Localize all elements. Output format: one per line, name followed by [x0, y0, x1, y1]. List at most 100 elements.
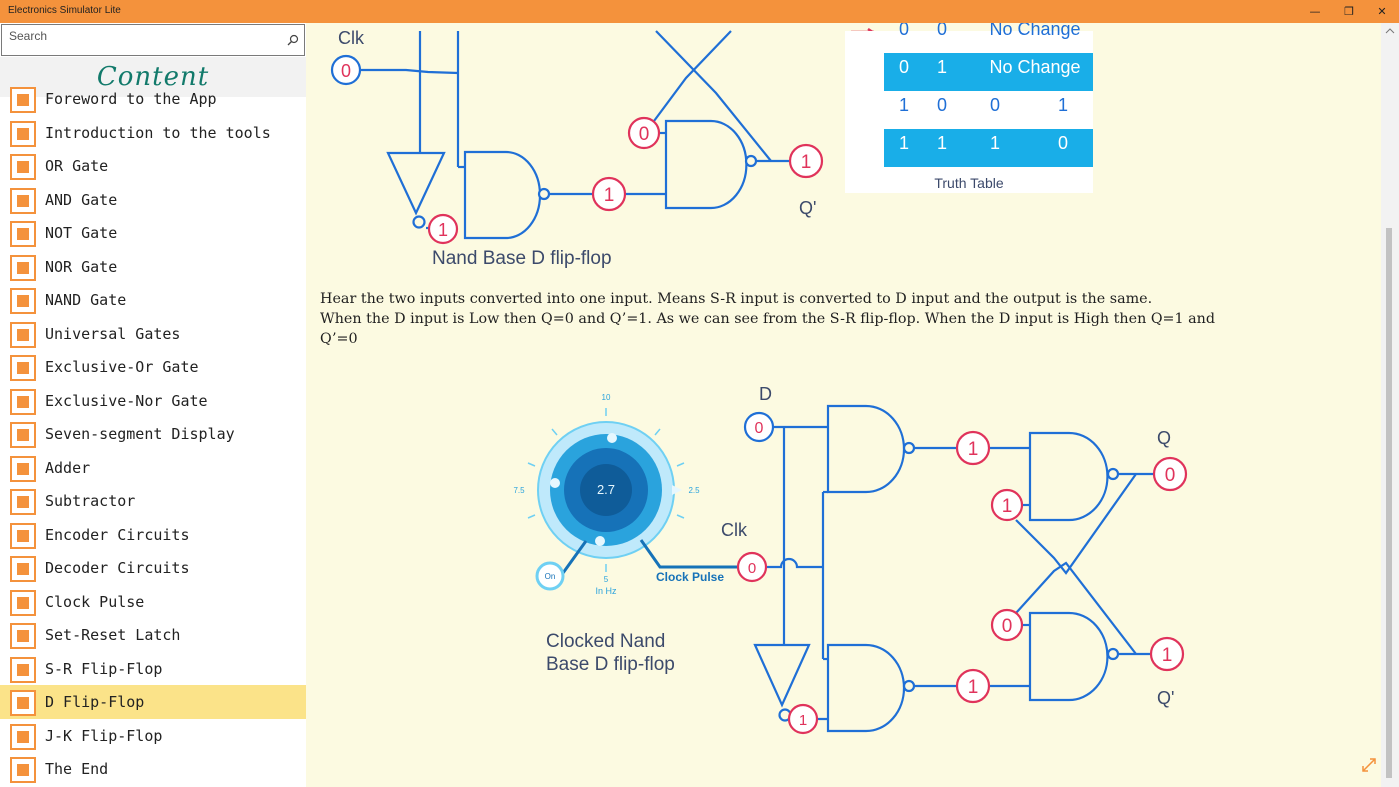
- nand-bubble: [744, 154, 758, 168]
- nand-top-out-node: [955, 430, 991, 466]
- clk-node[interactable]: [330, 54, 362, 86]
- table-cell: No Change: [989, 57, 1080, 77]
- sidebar-item[interactable]: Set-Reset Latch: [0, 618, 306, 652]
- truth-table-row-highlight: [884, 53, 1093, 91]
- wire: [767, 557, 823, 569]
- on-toggle[interactable]: On: [535, 540, 588, 591]
- bullet-square-icon: [10, 87, 36, 113]
- sidebar-item-label: J-K Flip-Flop: [45, 726, 163, 745]
- table-cell: 0: [899, 23, 909, 39]
- restore-button[interactable]: ❐: [1344, 5, 1354, 18]
- sidebar-item[interactable]: D Flip-Flop: [0, 685, 306, 719]
- on-label: On: [545, 572, 556, 581]
- sidebar-item[interactable]: Universal Gates: [0, 317, 306, 351]
- table-cell: No Change: [989, 23, 1080, 39]
- clock-pulse-label: Clock Pulse: [656, 570, 724, 584]
- expand-icon[interactable]: [1361, 757, 1377, 773]
- sidebar-item-label: Foreword to the App: [45, 90, 217, 108]
- nand-gate: [664, 119, 748, 210]
- sidebar-item[interactable]: Clock Pulse: [0, 585, 306, 619]
- nand-top-out-value: 1: [968, 439, 979, 460]
- on-button[interactable]: [535, 561, 565, 591]
- search-icon[interactable]: [287, 34, 299, 46]
- scroll-up-icon[interactable]: [1381, 25, 1399, 37]
- bullet-square-icon: [10, 690, 36, 716]
- sidebar-item-label: Adder: [45, 458, 91, 477]
- sidebar-item[interactable]: OR Gate: [0, 149, 306, 183]
- sidebar-item[interactable]: Seven-segment Display: [0, 417, 306, 451]
- sidebar-item[interactable]: J-K Flip-Flop: [0, 719, 306, 753]
- d-label: D: [759, 384, 772, 404]
- nand2-in-value: 0: [639, 124, 650, 145]
- nand-bot-out-node: [955, 668, 991, 704]
- sidebar-item[interactable]: Exclusive-Or Gate: [0, 350, 306, 384]
- table-cell: 1: [899, 95, 909, 115]
- search-placeholder[interactable]: Search: [9, 29, 48, 43]
- dial-label-top: 10: [602, 393, 611, 402]
- diagram2-caption-line1: Clocked Nand: [546, 631, 665, 652]
- q-bar2-label: Q': [1157, 688, 1174, 708]
- d-value: 0: [755, 420, 764, 437]
- table-cell: 0: [899, 57, 909, 77]
- paragraph-line: Q’=0: [320, 331, 358, 347]
- nand-gate: [826, 643, 906, 733]
- minimize-button[interactable]: —: [1309, 5, 1321, 18]
- dial-label-right: 2.5: [688, 486, 700, 495]
- not-gate: [753, 643, 811, 708]
- nand2-in-node: [627, 116, 661, 150]
- clk-inv-node-value: 1: [438, 220, 448, 240]
- sidebar-item[interactable]: S-R Flip-Flop: [0, 652, 306, 686]
- sidebar-item[interactable]: AND Gate: [0, 183, 306, 217]
- q-bar-label: Q': [799, 198, 816, 218]
- knob-dot: [607, 433, 617, 443]
- sidebar-item[interactable]: NOT Gate: [0, 216, 306, 250]
- diagram1-caption: Nand Base D flip-flop: [432, 248, 612, 269]
- sidebar-item-label: Seven-segment Display: [45, 425, 235, 443]
- sidebar-item[interactable]: NOR Gate: [0, 250, 306, 284]
- bullet-square-icon: [10, 455, 36, 482]
- inverter-bubble: [412, 215, 426, 229]
- diagram-clocked-nand-d-flip-flop: [753, 404, 1155, 733]
- close-button[interactable]: ✕: [1377, 5, 1387, 18]
- sidebar-item[interactable]: Exclusive-Nor Gate: [0, 384, 306, 418]
- nand1-out-value: 1: [604, 185, 615, 206]
- bullet-square-icon: [10, 288, 36, 314]
- knob-center: [580, 464, 632, 516]
- clock-pulse-wire: [639, 539, 737, 569]
- sidebar-item[interactable]: Foreword to the App: [0, 82, 306, 116]
- sidebar-item[interactable]: Adder: [0, 451, 306, 485]
- bullet-square-icon: [10, 757, 36, 783]
- q-value: 0: [1165, 465, 1176, 486]
- q-bar-node: [788, 143, 824, 179]
- wire: [653, 30, 732, 122]
- sidebar-item[interactable]: NAND Gate: [0, 283, 306, 317]
- clock-knob[interactable]: 2.7 10 7.5 2.5 5 In Hz: [513, 393, 700, 596]
- scrollbar-thumb[interactable]: [1386, 228, 1392, 778]
- title-bar: Electronics Simulator Lite — ❐ ✕: [0, 0, 1399, 23]
- clk2-node: [736, 551, 768, 583]
- bullet-square-icon: [10, 589, 36, 616]
- search-box[interactable]: Search: [1, 24, 305, 56]
- circuit-canvas: 0 Clk 1 1 0 1 Q' Nand Base D flip-flop: [330, 23, 1188, 735]
- sidebar-item[interactable]: Decoder Circuits: [0, 551, 306, 585]
- bullet-square-icon: [10, 120, 36, 147]
- nand1-out-node: [591, 176, 627, 212]
- dial-label-bottom: 5: [604, 575, 609, 584]
- wire: [360, 68, 459, 75]
- knob-pointer: [672, 485, 682, 495]
- q-bar-value: 1: [801, 152, 812, 173]
- sidebar-item-label: The End: [45, 760, 109, 778]
- clk2-inv-node: [787, 703, 819, 735]
- q-label: Q: [1157, 428, 1171, 448]
- sidebar-item-label: Universal Gates: [45, 324, 181, 343]
- bullet-square-icon: [10, 254, 36, 281]
- sidebar-item[interactable]: Subtractor: [0, 484, 306, 518]
- vertical-scrollbar[interactable]: [1381, 23, 1399, 787]
- sidebar-item[interactable]: Introduction to the tools: [0, 116, 306, 150]
- d-node[interactable]: [743, 411, 775, 443]
- bullet-square-icon: [10, 623, 36, 649]
- sidebar-item[interactable]: The End: [0, 752, 306, 786]
- clk2-label: Clk: [721, 520, 748, 540]
- sidebar-item[interactable]: Encoder Circuits: [0, 518, 306, 552]
- wire: [1015, 473, 1137, 575]
